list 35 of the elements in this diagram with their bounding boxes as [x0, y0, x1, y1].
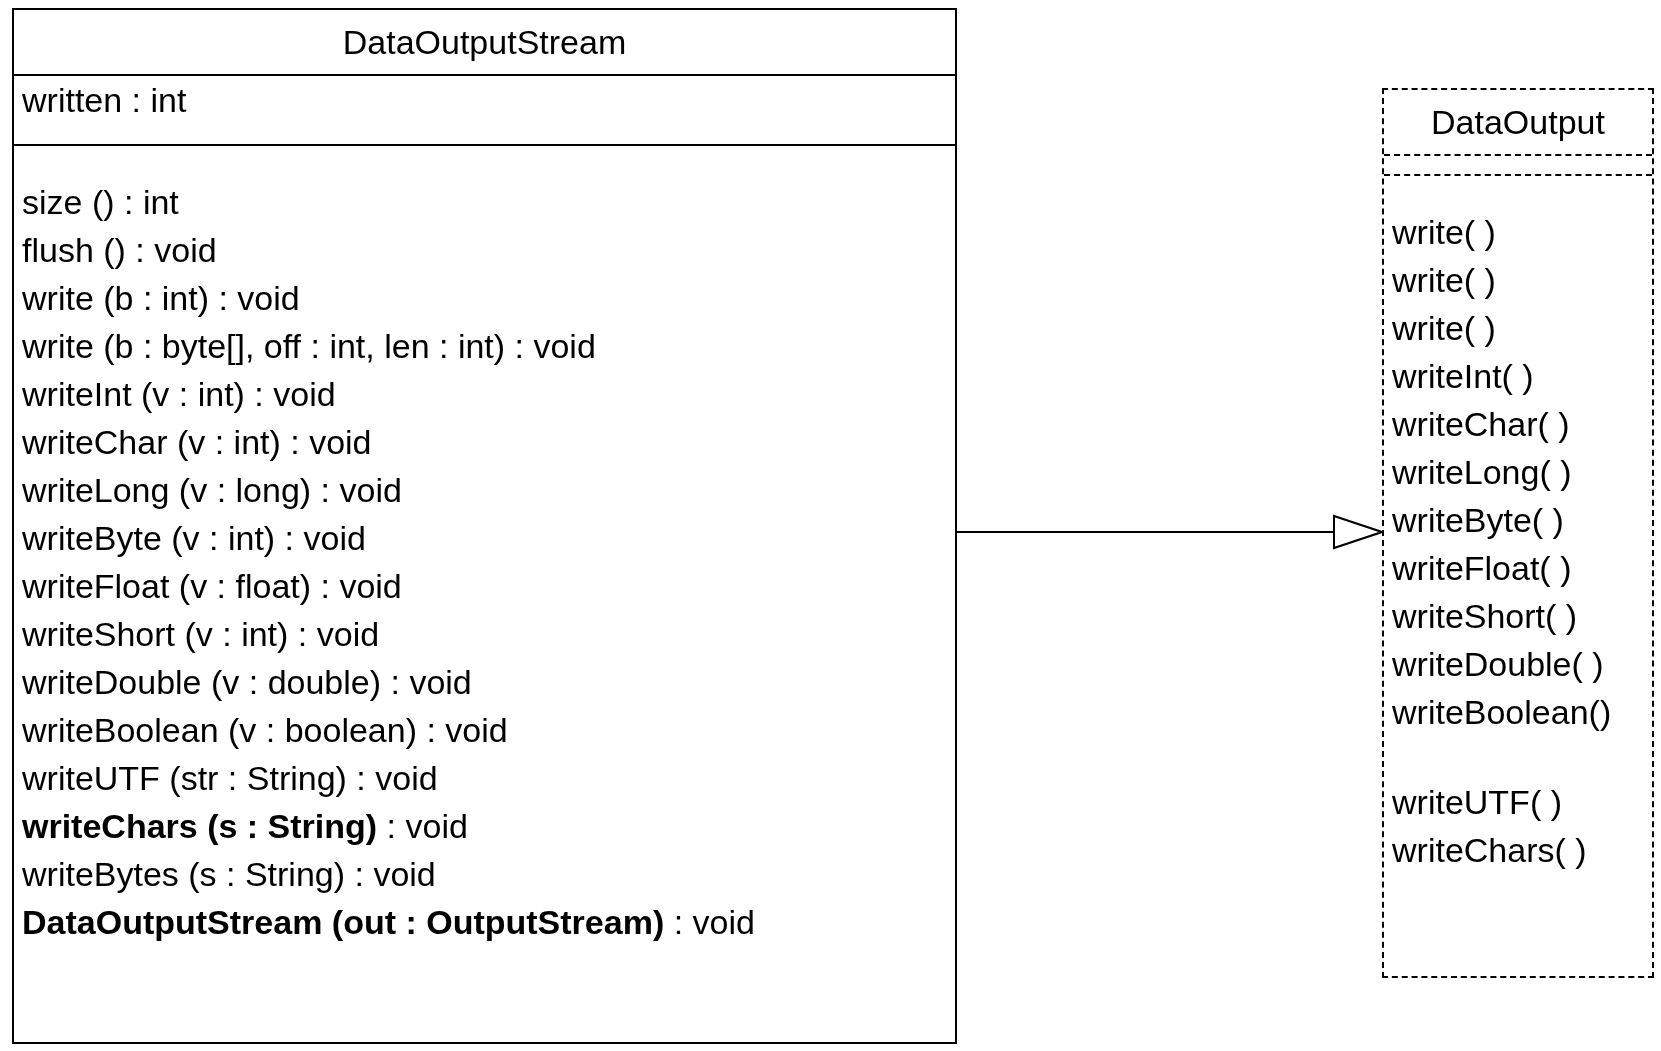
generalization-arrow — [956, 515, 1383, 549]
method-text: writeChar( ) — [1392, 404, 1570, 445]
method-text: writeFloat (v : float) : void — [22, 566, 402, 607]
method-text: writeBoolean (v : boolean) : void — [22, 710, 508, 751]
method-text: size () : int — [22, 182, 179, 223]
method-text: writeBoolean() — [1392, 692, 1612, 733]
class-name: DataOutput — [1431, 105, 1605, 139]
method-text: writeByte (v : int) : void — [22, 518, 366, 559]
method-text: writeLong (v : long) : void — [22, 470, 402, 511]
class-name: DataOutputStream — [342, 25, 627, 59]
method-text: flush () : void — [22, 230, 217, 271]
class-box — [12, 8, 957, 1044]
method-text: writeInt (v : int) : void — [22, 374, 336, 415]
method-text: DataOutputStream (out : OutputStream) : void — [22, 902, 755, 943]
method-text: writeInt( ) — [1392, 356, 1534, 397]
method-text: writeFloat( ) — [1392, 548, 1572, 589]
method-text: writeBytes (s : String) : void — [22, 854, 436, 895]
method-text: writeShort (v : int) : void — [22, 614, 380, 655]
method-text: write( ) — [1392, 260, 1496, 301]
method-text: writeChars (s : String) : void — [22, 806, 468, 847]
method-text: writeShort( ) — [1392, 596, 1578, 637]
method-text: writeUTF (str : String) : void — [22, 758, 438, 799]
method-text: writeByte( ) — [1392, 500, 1564, 541]
method-text: writeChars( ) — [1392, 830, 1587, 871]
method-text: writeDouble (v : double) : void — [22, 662, 472, 703]
method-text: write (b : byte[], off : int, len : int) : void — [22, 326, 596, 367]
method-text: write( ) — [1392, 308, 1496, 349]
method-text: writeDouble( ) — [1392, 644, 1604, 685]
method-text: writeUTF( ) — [1392, 782, 1562, 823]
method-text: write( ) — [1392, 212, 1496, 253]
method-text: writeChar (v : int) : void — [22, 422, 372, 463]
method-text: writeLong( ) — [1392, 452, 1572, 493]
interface-box — [1382, 88, 1654, 978]
method-text: write (b : int) : void — [22, 278, 300, 319]
attribute-text: written : int — [22, 80, 188, 121]
